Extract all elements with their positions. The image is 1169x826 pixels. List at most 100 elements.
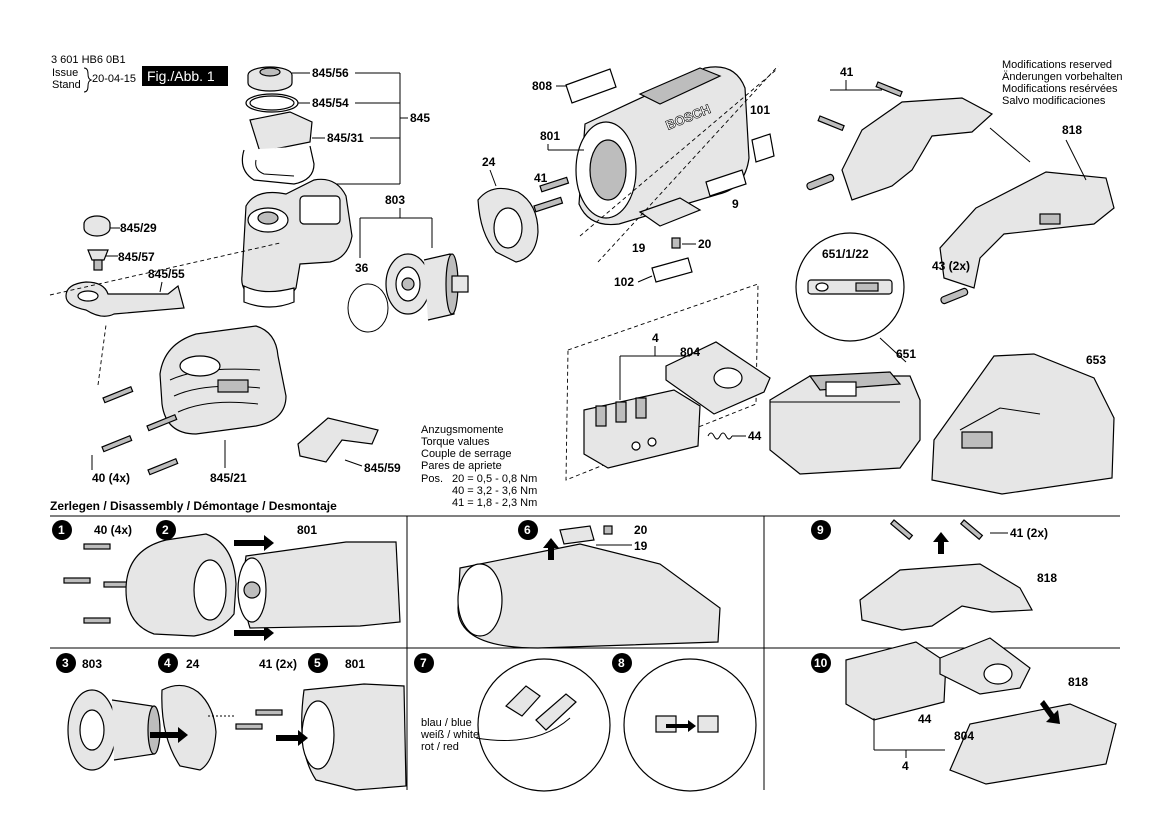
- step-number: 10: [814, 656, 828, 670]
- part-40-screws: [101, 385, 179, 476]
- part-818-cover-bottom: [939, 171, 1115, 289]
- step-1: 1 40 (4x): [52, 520, 237, 637]
- step-number: 2: [162, 523, 169, 537]
- modifications-notice: Modifications reserved Änderungen vorbeh…: [1002, 59, 1122, 107]
- electronics-labels: 4 804 44: [619, 331, 762, 443]
- label-9: 9: [732, 197, 739, 211]
- part-818-cover-top: [841, 97, 994, 201]
- label-41b: 41: [840, 65, 854, 79]
- label-808: 808: [532, 79, 552, 93]
- step-number: 1: [58, 523, 65, 537]
- brace: [83, 67, 93, 93]
- wire-label-red: rot / red: [421, 741, 459, 753]
- label-845: 845: [410, 111, 430, 125]
- step-number: 3: [62, 656, 69, 670]
- part-41-screws: [533, 176, 570, 213]
- left-labels: 845/56 845/54 845/31 845 845/29 845/57 8…: [91, 66, 430, 485]
- part-845-21-housing: [159, 325, 287, 435]
- part-845-57-screw: [87, 249, 109, 271]
- label-845-31: 845/31: [327, 131, 364, 145]
- step-9-label-41: 41 (2x): [1010, 526, 1048, 540]
- label-19: 19: [632, 241, 646, 255]
- label-651-1-22: 651/1/22: [822, 247, 869, 261]
- torque-line: Couple de serrage: [421, 448, 512, 460]
- part-41-top-screws: [817, 81, 903, 132]
- top-right-labels: 41 818 43 (2x): [830, 65, 1087, 273]
- step-5-label-41: 41 (2x): [259, 657, 297, 671]
- label-801: 801: [540, 129, 560, 143]
- step-10: 10 818 44 804 4: [811, 637, 1117, 785]
- torque-pos-label: Pos.: [421, 473, 443, 485]
- part-20-screw: [671, 237, 681, 249]
- part-845-56-nut: [247, 66, 293, 92]
- stand-label: Stand: [52, 79, 81, 91]
- part-651-battery: [769, 371, 921, 475]
- part-651-1-22-callout: [795, 232, 905, 342]
- figure-badge: [142, 66, 228, 86]
- part-845-54-ring: [245, 93, 299, 113]
- label-845-29: 845/29: [120, 221, 157, 235]
- step-9-label-818: 818: [1037, 571, 1057, 585]
- torque-value: 40 = 3,2 - 3,6 Nm: [452, 485, 537, 497]
- label-845-21: 845/21: [210, 471, 247, 485]
- step-10-label-818: 818: [1068, 675, 1088, 689]
- step-2: 2 801: [156, 520, 401, 641]
- step-9: 9 41 (2x) 818: [811, 519, 1057, 631]
- step-4-label-24: 24: [186, 657, 200, 671]
- step-6-label-19: 19: [634, 539, 648, 553]
- label-40-4x: 40 (4x): [92, 471, 130, 485]
- torque-value: 20 = 0,5 - 0,8 Nm: [452, 473, 537, 485]
- step-number: 7: [420, 656, 427, 670]
- part-43-pins: [806, 173, 969, 305]
- part-804-switch: [665, 341, 771, 415]
- label-102: 102: [614, 275, 634, 289]
- part-19-cover: [638, 197, 702, 227]
- step-10-label-44: 44: [918, 712, 932, 726]
- label-845-55: 845/55: [148, 267, 185, 281]
- part-101-label: [751, 133, 775, 163]
- label-43-2x: 43 (2x): [932, 259, 970, 273]
- part-845-29-plug: [83, 215, 111, 237]
- label-845-59: 845/59: [364, 461, 401, 475]
- modification-line: Salvo modificaciones: [1002, 95, 1106, 107]
- part-653-charger: [931, 353, 1115, 495]
- label-20: 20: [698, 237, 712, 251]
- part-36-oring: [347, 283, 389, 333]
- step-number: 5: [314, 656, 321, 670]
- label-845-56: 845/56: [312, 66, 349, 80]
- label-24: 24: [482, 155, 496, 169]
- wire-label-white: weiß / white: [420, 729, 479, 741]
- battery-labels: 651/1/22 651 653: [822, 247, 1106, 367]
- step-3: 3 803: [56, 653, 161, 771]
- torque-line: Torque values: [421, 436, 490, 448]
- step-number: 6: [524, 523, 531, 537]
- torque-values: Anzugsmomente Torque values Couple de se…: [421, 424, 537, 509]
- step-5: 5 41 (2x) 801: [208, 653, 407, 791]
- label-653: 653: [1086, 353, 1106, 367]
- step-2-label-801: 801: [297, 523, 317, 537]
- step-number: 4: [164, 656, 171, 670]
- step-1-label-40: 40 (4x): [94, 523, 132, 537]
- part-845-55-lever: [65, 281, 185, 317]
- label-101: 101: [750, 103, 770, 117]
- step-4: 4 24: [150, 653, 217, 771]
- step-3-label-803: 803: [82, 657, 102, 671]
- wire-label-blue: blau / blue: [421, 717, 472, 729]
- label-4: 4: [652, 331, 659, 345]
- label-651: 651: [896, 347, 916, 361]
- step-7: 7 blau / blue weiß / white rot / red: [414, 653, 611, 792]
- torque-line: Pares de apriete: [421, 460, 502, 472]
- step-10-label-4: 4: [902, 759, 909, 773]
- issue-label: Issue: [52, 67, 78, 79]
- figure-label: Fig./Abb. 1: [147, 68, 215, 84]
- step-number: 9: [817, 523, 824, 537]
- label-44: 44: [748, 429, 762, 443]
- step-6: 6 20 19: [457, 520, 721, 649]
- part-102-label: [651, 257, 693, 283]
- part-gear-head: [241, 178, 353, 308]
- modification-line: Modifications reserved: [1002, 59, 1112, 71]
- label-818: 818: [1062, 123, 1082, 137]
- part-24-bracket: [477, 187, 539, 263]
- step-6-label-20: 20: [634, 523, 648, 537]
